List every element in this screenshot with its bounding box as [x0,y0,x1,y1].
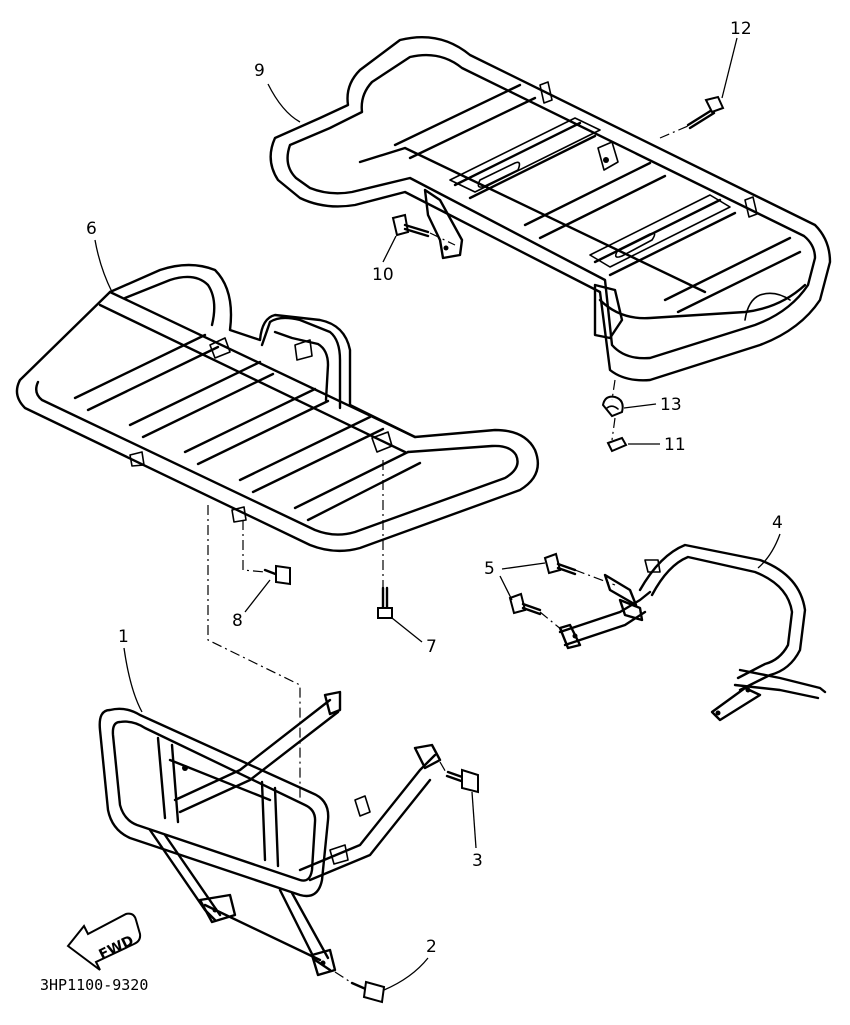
clip-13 [601,395,624,418]
bolt-2 [350,980,386,1004]
callout-10: 10 [372,265,394,285]
pin-11 [606,436,628,453]
callout-3: 3 [472,851,483,871]
callouts: 12 9 10 6 13 11 4 5 8 7 1 3 2 [86,19,783,991]
drawing-code: 3HP1100-9320 [40,976,148,994]
callout-9: 9 [254,61,265,81]
callout-8: 8 [232,611,243,631]
side-guard [558,543,827,722]
callout-11: 11 [664,435,686,455]
callout-12: 12 [730,19,752,39]
callout-4: 4 [772,513,783,533]
assembly-lines [207,125,689,984]
bolts-5 [508,552,577,616]
callout-5: 5 [484,559,495,579]
callout-2: 2 [426,937,437,957]
callout-6: 6 [86,219,97,239]
bolt-10 [391,213,430,238]
rear-carrier [269,36,832,382]
bolt-12 [686,95,725,130]
bolt-8 [263,564,291,586]
callout-1: 1 [118,627,129,647]
callout-7: 7 [426,637,437,657]
callout-13: 13 [660,395,682,415]
front-guard [98,690,442,977]
forward-direction-arrow: FWD [66,912,142,971]
bolt-7 [377,586,393,619]
bolt-3 [445,768,479,794]
front-carrier [15,263,540,553]
